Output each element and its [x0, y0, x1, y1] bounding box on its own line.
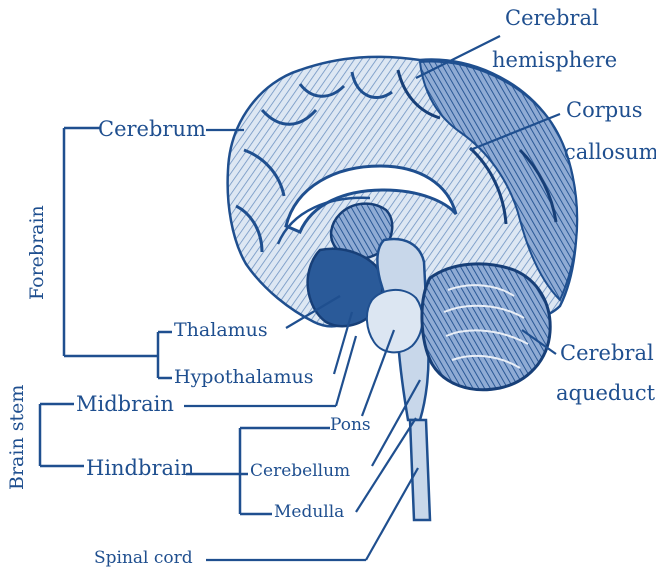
pons-shape	[367, 290, 422, 352]
midbrain-label: Midbrain	[76, 392, 174, 416]
corpus-callosum-label-line2: callosum	[564, 140, 656, 164]
spinal-cord-label: Spinal cord	[94, 549, 193, 569]
medulla-label: Medulla	[274, 503, 344, 523]
thalamus-label: Thalamus	[174, 320, 268, 342]
cerebellum-shape	[422, 264, 550, 390]
pons-label: Pons	[330, 416, 371, 436]
hindbrain-label: Hindbrain	[86, 456, 194, 480]
forebrain-label: Forebrain	[26, 205, 48, 300]
cerebellum-label: Cerebellum	[250, 462, 350, 482]
hypothalamus-label: Hypothalamus	[174, 367, 314, 389]
brain-stem-label: Brain stem	[6, 385, 28, 490]
spinal-cord-shape	[410, 420, 430, 520]
corpus-callosum-label-line1: Corpus	[566, 98, 643, 122]
cerebrum-label: Cerebrum	[98, 117, 206, 141]
cerebral-aqueduct-label-line2: aqueduct	[556, 381, 655, 405]
cerebral-hemisphere-label-line1: Cerebral	[505, 6, 599, 30]
forebrain-bracket	[64, 128, 172, 378]
cerebral-aqueduct-label-line1: Cerebral	[560, 341, 654, 365]
cerebral-hemisphere-label-line2: hemisphere	[492, 48, 617, 72]
